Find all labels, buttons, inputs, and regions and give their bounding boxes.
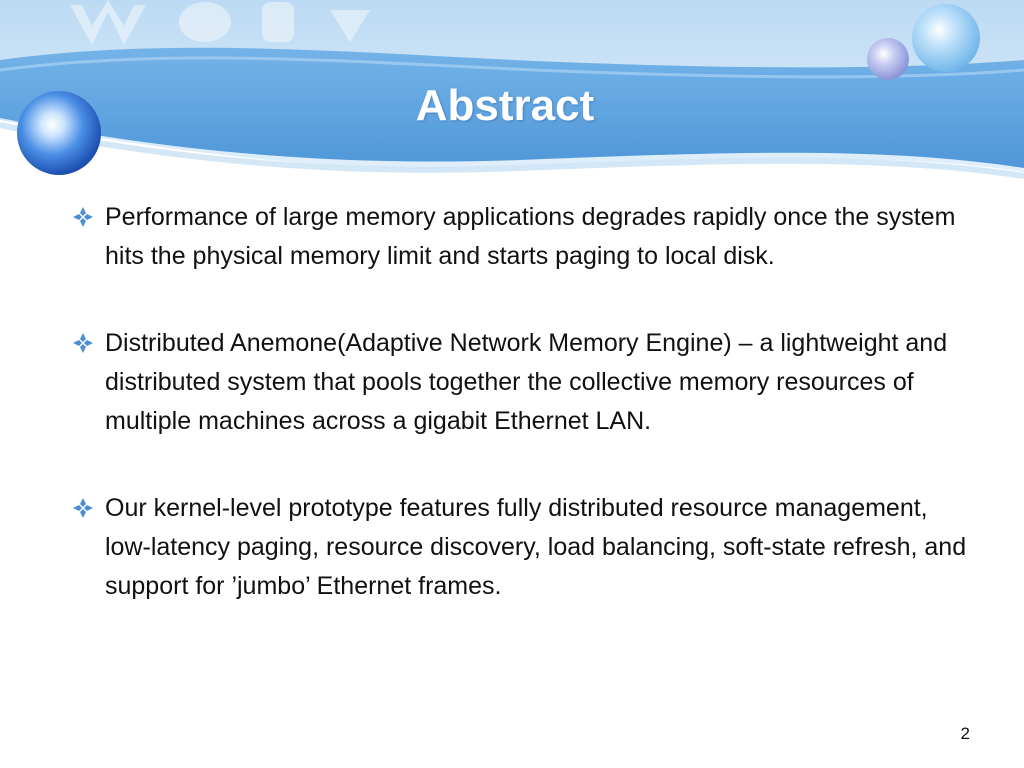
bullet-item: Distributed Anemone(Adaptive Network Mem… (72, 324, 972, 441)
slide-title: Abstract (415, 81, 595, 130)
bullet-list: Performance of large memory applications… (72, 198, 972, 606)
bullet-item: Our kernel-level prototype features full… (72, 489, 972, 606)
bullet-text: Performance of large memory applications… (105, 203, 956, 270)
bullet-text: Our kernel-level prototype features full… (105, 494, 967, 600)
header-banner (0, 0, 1024, 215)
page-number: 2 (960, 724, 970, 743)
bullet-item: Performance of large memory applications… (72, 198, 972, 276)
diamond-bullet-icon (73, 207, 93, 227)
diamond-bullet-icon (73, 333, 93, 353)
diamond-bullet-icon (73, 498, 93, 518)
bullet-text: Distributed Anemone(Adaptive Network Mem… (105, 329, 948, 435)
